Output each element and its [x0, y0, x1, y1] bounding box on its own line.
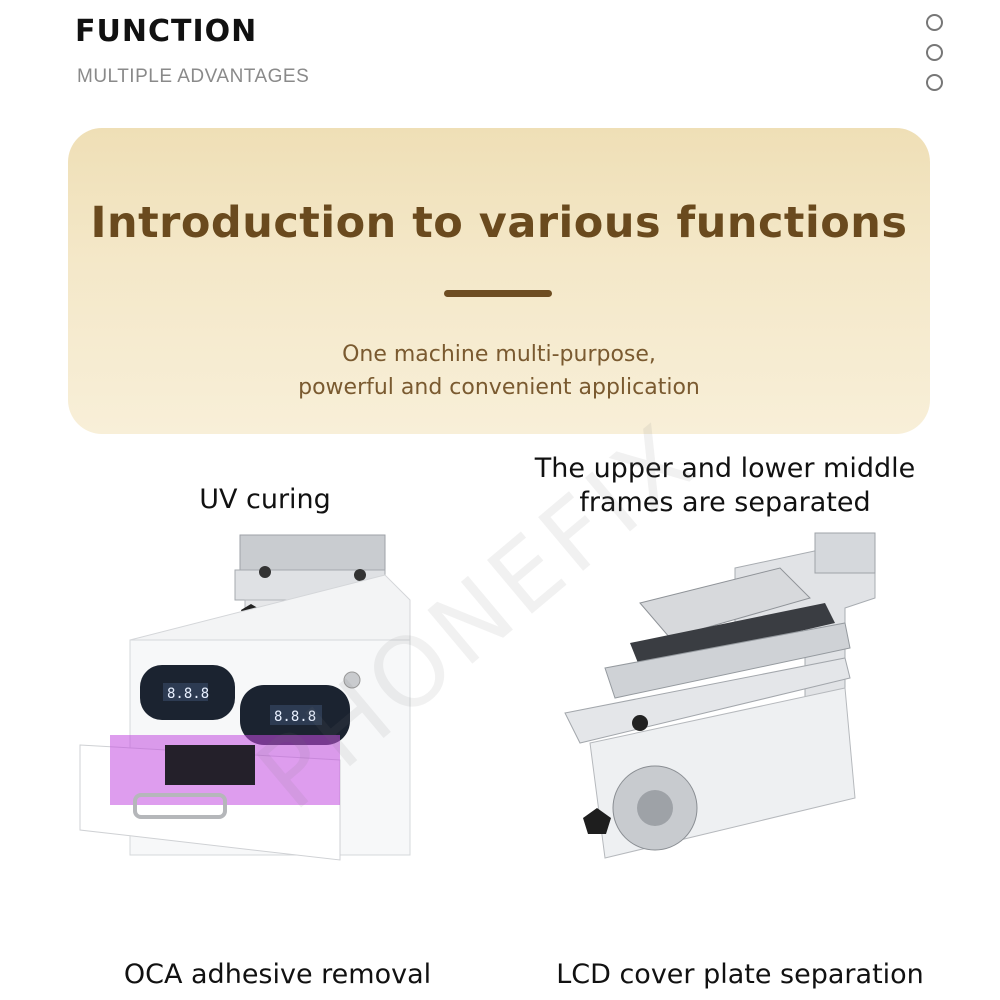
pagination-dots: [926, 14, 946, 104]
frames-label-line: The upper and lower middle: [534, 453, 916, 484]
lcd-separation-label: LCD cover plate separation: [556, 959, 924, 990]
intro-banner: Introduction to various functions One ma…: [68, 128, 930, 434]
oca-removal-label: OCA adhesive removal: [123, 959, 432, 990]
dot-icon: [926, 44, 943, 61]
banner-divider: [444, 290, 552, 297]
banner-description-line: One machine multi-purpose,: [342, 342, 656, 367]
svg-text:8.8.8: 8.8.8: [274, 709, 316, 725]
banner-description: One machine multi-purpose, powerful and …: [68, 338, 930, 404]
banner-title: Introduction to various functions: [90, 198, 908, 248]
frame-separator-image: [545, 528, 880, 868]
section-subtitle: MULTIPLE ADVANTAGES: [77, 66, 310, 87]
section-title: FUNCTION: [75, 14, 258, 49]
uv-curing-machine-image: 8.8.8 8.8.8: [79, 534, 411, 861]
svg-text:8.8.8: 8.8.8: [167, 686, 209, 702]
frames-label-line: frames are separated: [579, 487, 871, 518]
uv-curing-label: UV curing: [199, 484, 331, 515]
frames-separated-label: The upper and lower middle frames are se…: [505, 452, 945, 520]
banner-description-line: powerful and convenient application: [298, 375, 700, 400]
dot-icon: [926, 74, 943, 91]
dot-icon: [926, 14, 943, 31]
